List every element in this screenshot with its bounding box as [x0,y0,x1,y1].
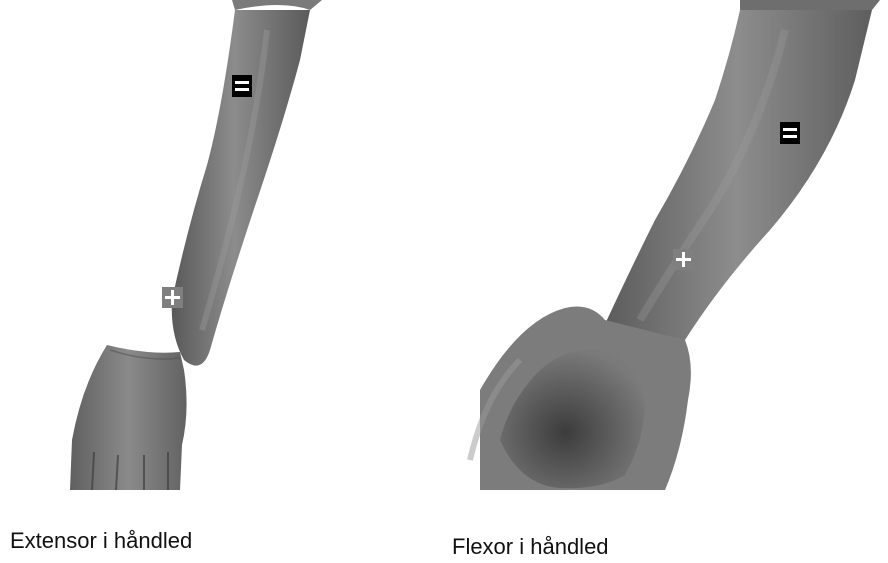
extensor-forearm-illustration [52,0,372,495]
forearm-shape [600,10,872,340]
shoulder-shape [232,0,322,10]
extensor-caption: Extensor i håndled [10,528,192,554]
upper-arm-shape [740,0,880,10]
flexor-figure [440,0,888,495]
hand-shape [70,345,187,490]
negative-electrode-marker [232,75,252,97]
negative-electrode-marker [780,122,800,144]
extensor-figure [52,0,372,495]
flexor-caption: Flexor i håndled [452,534,609,560]
positive-electrode-marker [162,287,183,308]
flexor-forearm-illustration [440,0,888,495]
positive-electrode-marker [673,249,694,270]
